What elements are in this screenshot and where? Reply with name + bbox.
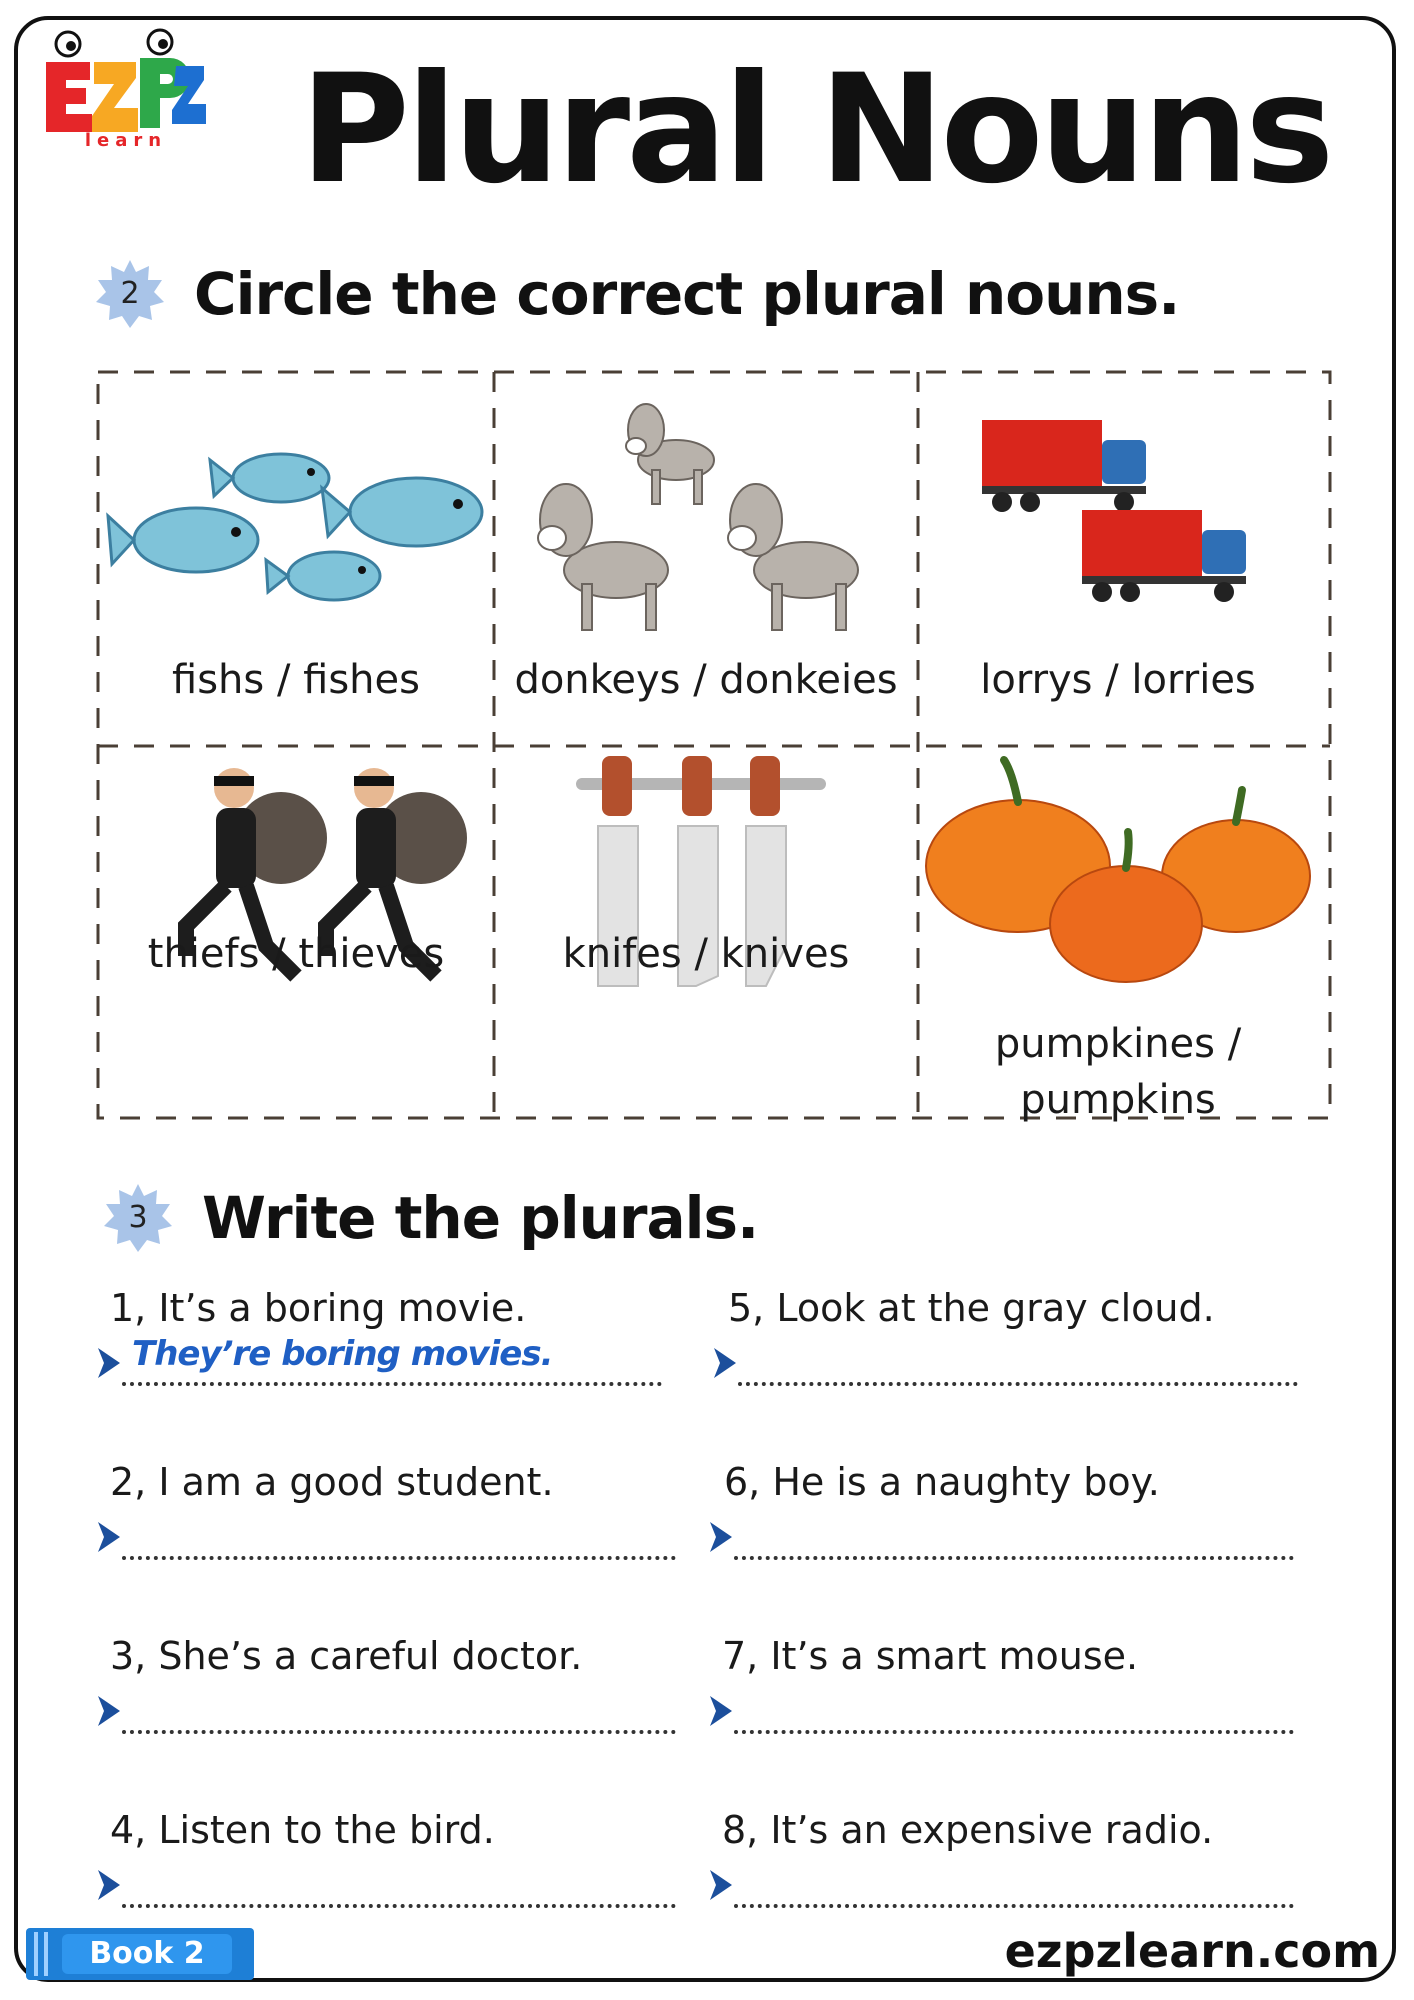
- dotted-line: [122, 1730, 676, 1734]
- arrow-icon: [98, 1522, 120, 1552]
- answer-line[interactable]: [96, 1856, 676, 1916]
- website-link[interactable]: ezpzlearn.com: [1004, 1924, 1380, 1978]
- dotted-line: [734, 1556, 1294, 1560]
- dotted-line: [122, 1904, 676, 1908]
- svg-text:learn: learn: [85, 130, 167, 151]
- dotted-line: [734, 1730, 1294, 1734]
- answer-line[interactable]: [708, 1856, 1294, 1916]
- badge-stripe: [44, 1932, 48, 1976]
- cell-knives: knifes / knives: [506, 746, 906, 1121]
- cell-thieves: thiefs / thieves: [96, 746, 496, 1121]
- arrow-icon: [714, 1348, 736, 1378]
- section-3-header: 3 Write the plurals.: [102, 1182, 759, 1254]
- cell-fish: fishs / fishes: [96, 370, 496, 745]
- question-text: 6, He is a naughty boy.: [724, 1460, 1160, 1504]
- cell-label-line1: pumpkines /: [994, 1021, 1242, 1067]
- section-number-badge: 2: [94, 258, 166, 330]
- cell-label: thiefs / thieves: [147, 931, 445, 977]
- section-number: 2: [120, 276, 140, 311]
- cell-label: knifes / knives: [562, 931, 850, 977]
- arrow-icon: [98, 1696, 120, 1726]
- dotted-line: [122, 1382, 662, 1386]
- dotted-line: [734, 1904, 1294, 1908]
- cell-donkeys: donkeys / donkeies: [506, 370, 906, 745]
- cell-label: fishs / fishes: [172, 657, 420, 703]
- section-number-badge: 3: [102, 1182, 174, 1254]
- donkey-icon: [506, 370, 906, 640]
- answer-line[interactable]: They’re boring movies.: [96, 1334, 662, 1394]
- answer-line[interactable]: [712, 1334, 1298, 1394]
- fish-icon: [96, 370, 496, 640]
- cell-pumpkins: pumpkines / pumpkins: [918, 746, 1318, 1123]
- section-instruction: Write the plurals.: [202, 1184, 759, 1252]
- cell-label-line2: pumpkins: [1020, 1077, 1216, 1123]
- answer-text: They’re boring movies.: [132, 1334, 554, 1374]
- question-text: 8, It’s an expensive radio.: [722, 1808, 1214, 1852]
- picture-grid: fishs / fishes donkeys / donkeies: [96, 370, 1332, 1123]
- question-text: 4, Listen to the bird.: [110, 1808, 495, 1852]
- answer-line[interactable]: [96, 1508, 676, 1568]
- page-frame: [14, 16, 1396, 1982]
- question-text: 3, She’s a careful doctor.: [110, 1634, 583, 1678]
- thief-icon: [96, 746, 496, 1016]
- arrow-icon: [98, 1870, 120, 1900]
- question-text: 5, Look at the gray cloud.: [728, 1286, 1215, 1330]
- question-text: 7, It’s a smart mouse.: [722, 1634, 1139, 1678]
- page-title: Plural Nouns: [300, 43, 1334, 217]
- arrow-icon: [710, 1696, 732, 1726]
- dotted-line: [122, 1556, 676, 1560]
- dotted-line: [738, 1382, 1298, 1386]
- arrow-icon: [710, 1522, 732, 1552]
- section-2-header: 2 Circle the correct plural nouns.: [94, 258, 1180, 330]
- answer-line[interactable]: [708, 1682, 1294, 1742]
- arrow-icon: [98, 1348, 120, 1378]
- book-badge: Book 2: [26, 1928, 254, 1980]
- cell-lorries: lorrys / lorries: [918, 370, 1318, 745]
- answer-line[interactable]: [708, 1508, 1294, 1568]
- question-text: 2, I am a good student.: [110, 1460, 554, 1504]
- answer-line[interactable]: [96, 1682, 676, 1742]
- knife-icon: [506, 746, 906, 1016]
- section-number: 3: [128, 1200, 148, 1235]
- arrow-icon: [710, 1870, 732, 1900]
- book-label: Book 2: [62, 1934, 232, 1974]
- truck-icon: [918, 370, 1318, 640]
- cell-label: donkeys / donkeies: [514, 657, 898, 703]
- pumpkin-icon: [918, 746, 1318, 1016]
- badge-stripe: [34, 1932, 38, 1976]
- ezpz-logo: learn: [28, 22, 208, 152]
- cell-label: lorrys / lorries: [980, 657, 1256, 703]
- section-instruction: Circle the correct plural nouns.: [194, 260, 1180, 328]
- question-text: 1, It’s a boring movie.: [110, 1286, 527, 1330]
